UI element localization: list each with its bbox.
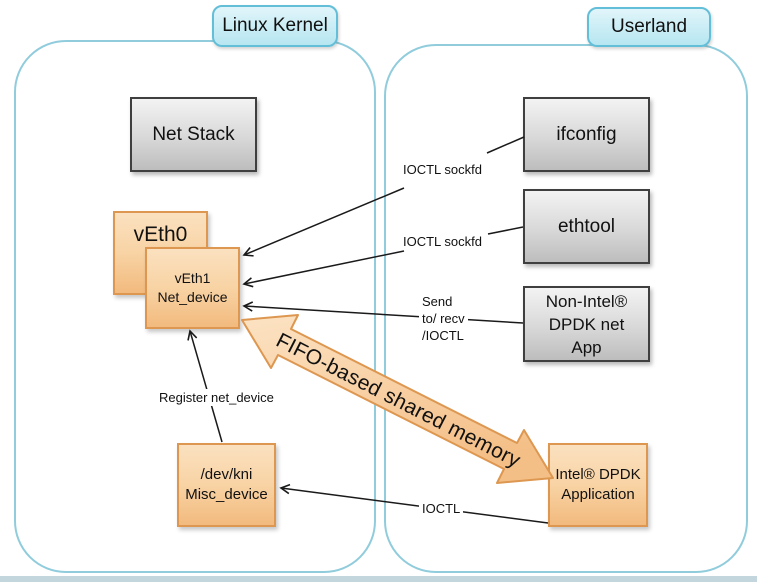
send-recv-ioctl-label: Send to/ recv /IOCTL — [419, 292, 468, 345]
ifconfig-node: ifconfig — [523, 97, 650, 172]
dev-kni-line2: Misc_device — [185, 486, 268, 503]
net-stack-node: Net Stack — [130, 97, 257, 172]
non-intel-app-line1: Non-Intel® — [545, 291, 628, 311]
register-net-device-label: Register net_device — [156, 389, 277, 406]
non-intel-app-line2: DPDK net — [548, 314, 625, 334]
send-recv-line3: /IOCTL — [422, 328, 464, 343]
ethtool-node: ethtool — [523, 189, 650, 264]
net-stack-label: Net Stack — [152, 123, 235, 145]
ioctl-label: IOCTL — [419, 500, 464, 517]
ioctl-sockfd-label-2: IOCTL sockfd — [400, 233, 485, 250]
page-bottom-edge — [0, 576, 757, 582]
dev-kni-node: /dev/kni Misc_device — [177, 443, 276, 527]
ioctl-sockfd-label-1: IOCTL sockfd — [400, 161, 485, 178]
veth0-label: vEth0 — [133, 223, 188, 246]
veth1-node: vEth1 Net_device — [145, 247, 240, 329]
linux-kernel-tag-label: Linux Kernel — [222, 15, 328, 36]
veth1-line2: Net_device — [157, 289, 228, 305]
ifconfig-label: ifconfig — [556, 123, 617, 145]
intel-dpdk-application-node: Intel® DPDK Application — [548, 443, 648, 527]
dev-kni-line1: /dev/kni — [200, 466, 253, 483]
non-intel-app-line3: App — [571, 337, 602, 357]
veth1-line1: vEth1 — [174, 270, 211, 286]
ethtool-label: ethtool — [557, 215, 616, 237]
non-intel-dpdk-app-node: Non-Intel® DPDK net App — [523, 286, 650, 362]
intel-app-line2: Application — [561, 486, 635, 503]
send-recv-line1: Send — [422, 294, 453, 309]
send-recv-line2: to/ recv — [422, 311, 465, 326]
userland-tag: Userland — [587, 7, 711, 47]
userland-tag-label: Userland — [610, 16, 688, 37]
intel-app-line1: Intel® DPDK — [555, 466, 641, 483]
linux-kernel-tag: Linux Kernel — [212, 5, 338, 47]
